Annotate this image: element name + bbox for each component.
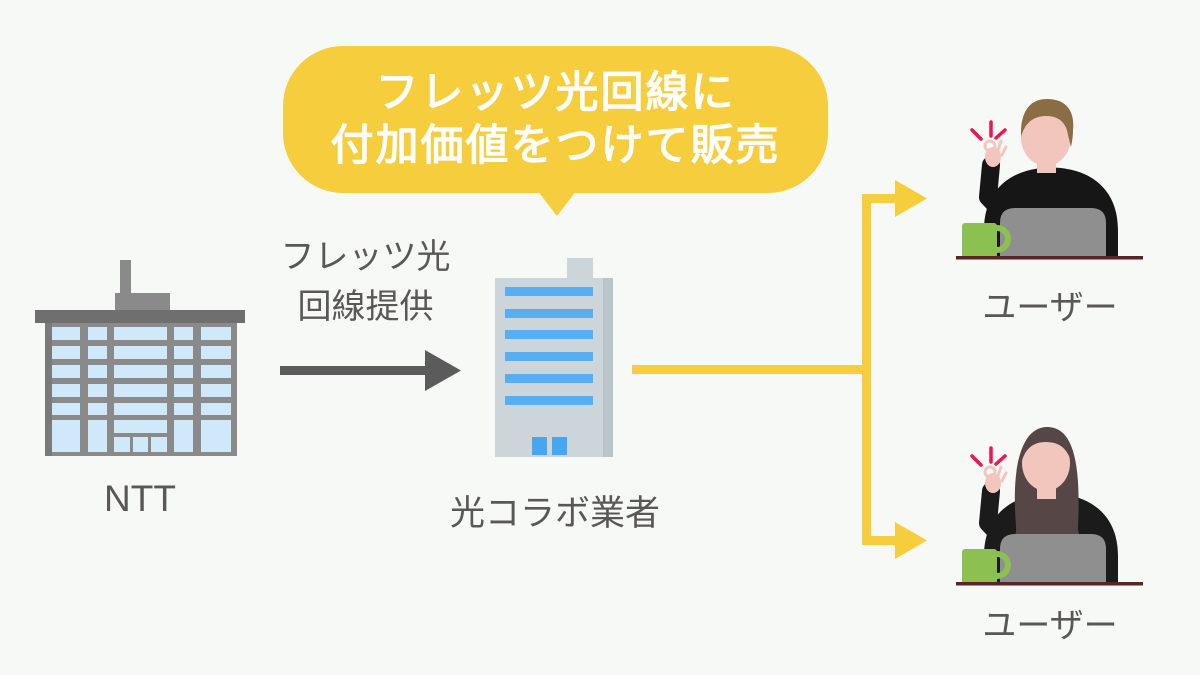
user-woman-icon [956, 427, 1143, 586]
connector-arrow-icon [632, 180, 927, 559]
laptop-icon [1000, 208, 1106, 258]
user-man-icon [956, 99, 1143, 260]
bubble-tail [537, 190, 577, 216]
laptop-icon [1000, 534, 1106, 584]
mug-icon [962, 549, 1011, 584]
ntt-label: NTT [104, 478, 176, 519]
collab-building-icon [495, 258, 613, 457]
desk-line [956, 582, 1143, 586]
sparkle-icon [970, 120, 1007, 141]
user-bottom-label: ユーザー [982, 607, 1118, 645]
mug-icon [962, 223, 1011, 258]
flow-label-line2: 回線提供 [297, 288, 434, 326]
ok-hand-icon [983, 139, 1008, 167]
flow-label-line1: フレッツ光 [280, 238, 451, 276]
speech-bubble: フレッツ光回線に 付加価値をつけて販売 [283, 46, 828, 193]
bubble-text-line1: フレッツ光回線に [375, 68, 736, 117]
flow-label: フレッツ光 回線提供 [268, 232, 463, 332]
bubble-text-line2: 付加価値をつけて販売 [330, 121, 781, 170]
ok-hand-icon [983, 465, 1008, 493]
ntt-building-icon [35, 260, 245, 456]
collab-label: 光コラボ業者 [449, 494, 660, 533]
desk-line [956, 256, 1143, 260]
provide-arrow-icon [280, 350, 461, 391]
user-top-label: ユーザー [982, 289, 1118, 327]
hair-bangs [1022, 429, 1071, 461]
sparkle-icon [970, 446, 1007, 467]
